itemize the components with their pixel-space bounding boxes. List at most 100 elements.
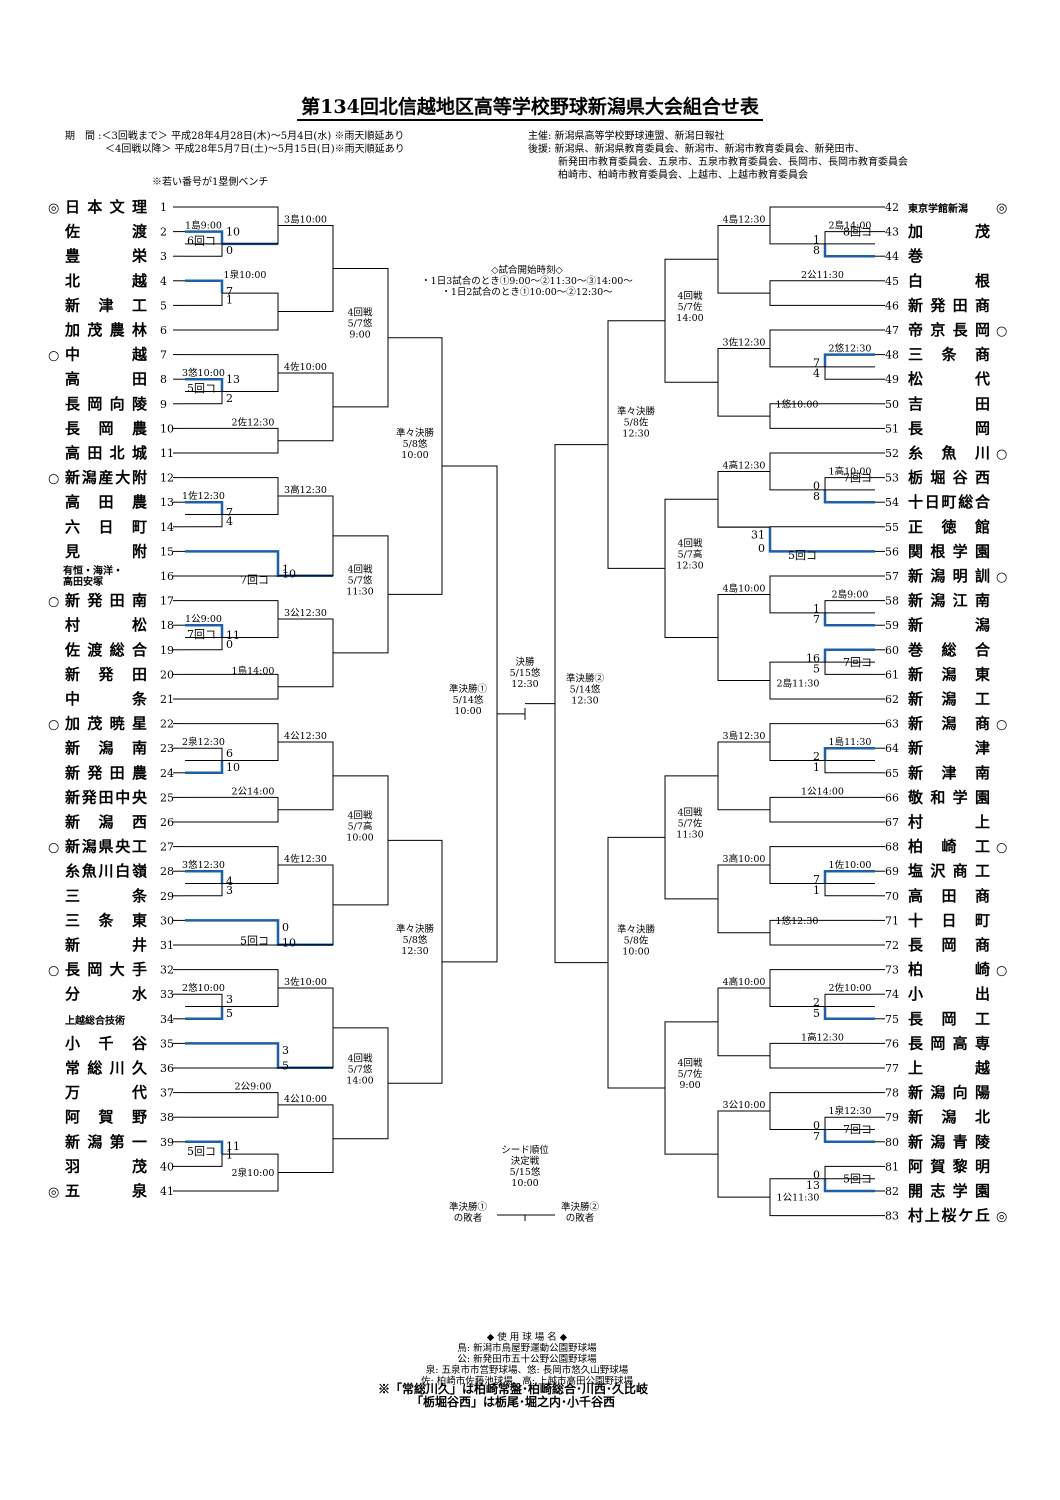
team-name: 小千谷 (65, 1034, 148, 1052)
team-name: 糸魚川 (908, 444, 990, 462)
match-label: 2島9:00 (832, 589, 869, 601)
team-name: 六日町 (65, 518, 147, 536)
called-game: 7回コ (187, 628, 216, 641)
round-label: 14:00 (676, 313, 703, 324)
round-label: 10:00 (346, 832, 373, 843)
match-label: 4高12:30 (723, 459, 766, 471)
score: 10 (226, 761, 240, 774)
score: 31 (751, 528, 765, 541)
score: 5 (813, 662, 820, 675)
winner-line (823, 353, 875, 367)
bracket-line (607, 836, 665, 1089)
seed-mark: ○ (48, 718, 59, 733)
organizer-info: 主催: 新潟県高等学校野球連盟、新潟日報社後援: 新潟県、新潟県教育委員会、新潟… (528, 131, 908, 181)
team-name: 東京学館新潟 (908, 202, 968, 215)
team-name: 十日町総合 (908, 493, 991, 511)
seed-mark: ○ (48, 964, 59, 979)
team-name: 新潟工 (908, 690, 990, 708)
venue-item: 佐: 柏崎市佐藤池球場、高: 上越市高田公園野球場 (421, 1375, 633, 1387)
match-label: 3悠12:30 (182, 859, 225, 871)
team-number: 57 (885, 570, 899, 583)
team-name: 万 代 (64, 1084, 147, 1102)
seed-mark: ○ (48, 841, 59, 856)
team-name: 長岡商 (908, 936, 990, 954)
team-number: 78 (885, 1087, 899, 1100)
bottom-note: 「栃堀谷西」は栃尾･堀之内･小千谷西 (411, 1394, 615, 1409)
round-label: 5/14悠 (453, 694, 484, 706)
round-label: 10:00 (454, 706, 481, 717)
team-number: 81 (885, 1160, 899, 1173)
bracket-line (717, 470, 770, 528)
round-label: 準決勝② (561, 1201, 600, 1213)
round-label: 5/7悠 (348, 1063, 373, 1075)
seed-mark: ○ (48, 472, 59, 487)
round-label: 11:30 (346, 586, 373, 597)
score: 0 (813, 1168, 820, 1181)
team-name: 佐渡総合 (64, 641, 148, 659)
winner-line (823, 1178, 875, 1193)
team-name: 高田安塚 (63, 575, 103, 588)
team-number: 6 (160, 324, 167, 337)
page-title: 第134回北信越地区高等学校野球新潟県大会組合せ表 (0, 92, 1060, 121)
round-label: 5/7佐 (678, 1068, 703, 1080)
team-name: 柏崎工 (908, 838, 990, 856)
team-name: 新潟県央工 (65, 838, 147, 856)
seed-mark: ◎ (996, 1210, 1007, 1225)
round-label: 決定戦 (511, 1155, 540, 1167)
team-number: 61 (885, 668, 899, 681)
called-game: 6回コ (187, 235, 216, 248)
team-name: 塩沢商工 (908, 862, 990, 880)
team-number: 38 (160, 1111, 174, 1124)
team-number: 24 (160, 767, 174, 780)
team-name: 加茂暁星 (64, 715, 147, 733)
score: 7 (226, 506, 233, 519)
team-number: 23 (160, 742, 174, 755)
match-label: 2公14:00 (232, 786, 275, 797)
team-number: 70 (885, 890, 899, 903)
score: 16 (806, 652, 820, 665)
team-name: 新潟東 (908, 665, 990, 683)
match-label: 2島14:00 (829, 220, 872, 232)
score: 13 (806, 1179, 820, 1192)
seed-mark: ○ (996, 324, 1007, 339)
winner-line (185, 279, 224, 294)
score: 8 (813, 244, 820, 257)
team-name: 三条商 (908, 346, 990, 364)
match-label: 2佐12:30 (232, 416, 275, 428)
team-number: 83 (885, 1210, 899, 1223)
team-number: 39 (160, 1136, 174, 1149)
team-name: 松 代 (908, 370, 990, 388)
winner-line (185, 1042, 333, 1069)
called-game: 7回コ (240, 573, 269, 586)
bracket-line (388, 337, 443, 595)
team-number: 60 (885, 644, 899, 657)
team-number: 45 (885, 275, 899, 288)
round-label: 準々決勝 (396, 923, 435, 935)
team-name: 吉 田 (908, 395, 990, 413)
team-name: 三 条 (65, 887, 148, 905)
round-label: 4回戦 (677, 290, 703, 302)
score: 1 (813, 603, 820, 616)
round-label: 10:00 (622, 947, 649, 958)
winner-line (823, 489, 875, 504)
bracket-line (717, 593, 770, 682)
team-name: 高 田 (65, 370, 147, 388)
team-name: 加茂農林 (64, 321, 148, 339)
team-name: 新潟北 (908, 1108, 990, 1126)
winner-line (185, 550, 333, 577)
team-number: 8 (160, 373, 167, 386)
score: 11 (226, 629, 240, 642)
team-name: 新潟第一 (65, 1133, 147, 1151)
score: 6 (226, 747, 233, 760)
team-name: 豊 栄 (65, 247, 148, 265)
match-label: 4佐10:00 (284, 361, 327, 373)
match-label: 4公12:30 (284, 731, 327, 742)
bracket-line (717, 347, 770, 417)
match-label: 2公11:30 (801, 270, 844, 281)
match-label: 3佐10:00 (284, 976, 327, 988)
venue-item: 公: 新発田市五十公野公園野球場 (457, 1353, 597, 1365)
team-number: 40 (160, 1160, 174, 1173)
start-time-info: ・1日3試合のとき①9:00～②11:30～③14:00～ (421, 275, 633, 287)
score: 1 (226, 293, 233, 306)
match-label: 1泉10:00 (224, 269, 267, 281)
